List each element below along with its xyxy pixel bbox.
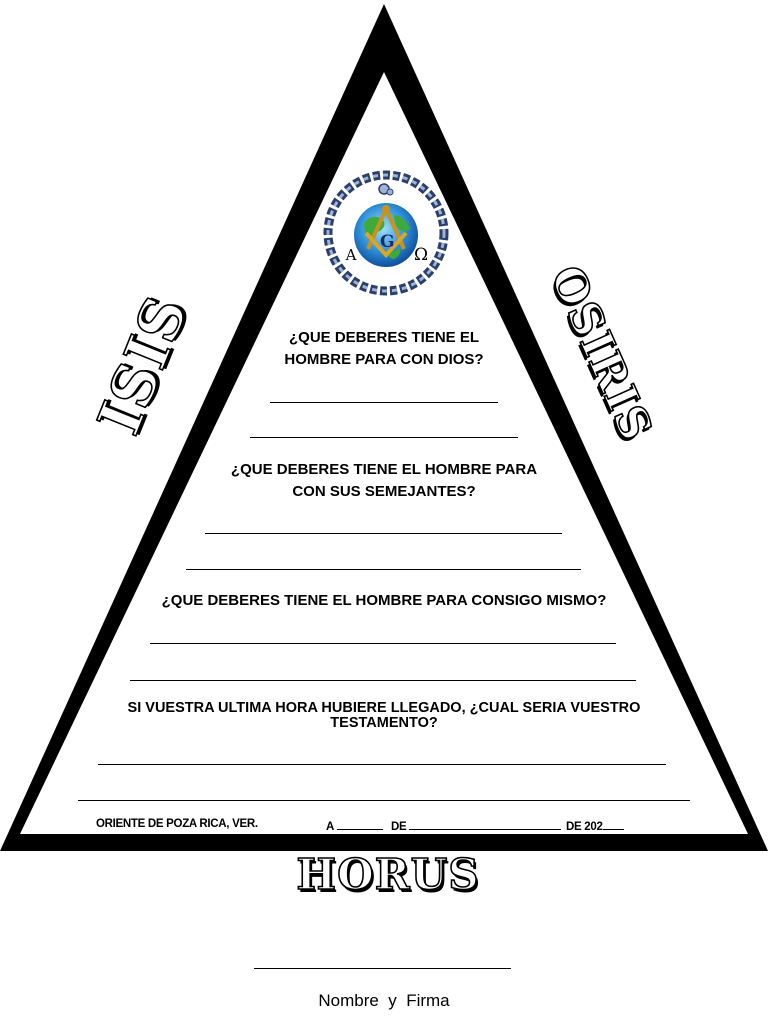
- answer-3-line-1[interactable]: [150, 643, 616, 644]
- question-4-line-1: SI VUESTRA ULTIMA HORA HUBIERE LLEGADO, …: [127, 700, 641, 716]
- month-blank[interactable]: [409, 818, 562, 830]
- question-1-line-1: ¿QUE DEBERES TIENE EL: [288, 329, 480, 346]
- day-blank[interactable]: [336, 818, 383, 830]
- question-1-line-2: HOMBRE PARA CON DIOS?: [284, 351, 484, 368]
- horus-label: HORUS: [296, 849, 480, 900]
- question-2-line-2: CON SUS SEMEJANTES?: [292, 483, 476, 500]
- signature-label: Nombre y Firma: [318, 991, 450, 1010]
- question-2-line-1: ¿QUE DEBERES TIENE EL HOMBRE PARA: [230, 461, 538, 478]
- question-1: ¿QUE DEBERES TIENE EL HOMBRE PARA CON DI…: [234, 327, 534, 371]
- answer-2-line-2[interactable]: [186, 569, 581, 570]
- question-2: ¿QUE DEBERES TIENE EL HOMBRE PARA CON SU…: [184, 459, 584, 503]
- answer-4-line-2[interactable]: [78, 800, 690, 801]
- question-4-line-2: TESTAMENTO?: [330, 715, 438, 731]
- date-day-field: A: [326, 818, 383, 833]
- date-a-label: A: [326, 821, 334, 833]
- answer-4-line-1[interactable]: [98, 764, 666, 765]
- year-blank[interactable]: [602, 818, 624, 830]
- question-3: ¿QUE DEBERES TIENE EL HOMBRE PARA CONSIG…: [114, 590, 654, 612]
- emblem-omega-letter: Ω: [413, 245, 429, 265]
- masonic-emblem-icon: [323, 170, 449, 296]
- date-month-field: DE: [391, 818, 562, 833]
- answer-1-line-1[interactable]: [270, 402, 498, 403]
- answer-1-line-2[interactable]: [250, 437, 518, 438]
- answer-2-line-1[interactable]: [205, 533, 562, 534]
- date-year-label: DE 202: [566, 821, 603, 833]
- question-3-line-1: ¿QUE DEBERES TIENE EL HOMBRE PARA CONSIG…: [161, 592, 607, 609]
- signature-line[interactable]: [254, 968, 511, 969]
- emblem-center-letter: G: [380, 232, 395, 252]
- date-year-field: DE 202: [566, 818, 624, 833]
- question-4: SI VUESTRA ULTIMA HORA HUBIERE LLEGADO, …: [84, 701, 684, 731]
- emblem-alpha-letter: A: [345, 246, 357, 264]
- answer-3-line-2[interactable]: [130, 680, 636, 681]
- date-de-label: DE: [391, 821, 407, 833]
- place-label: ORIENTE DE POZA RICA, VER.: [96, 818, 258, 830]
